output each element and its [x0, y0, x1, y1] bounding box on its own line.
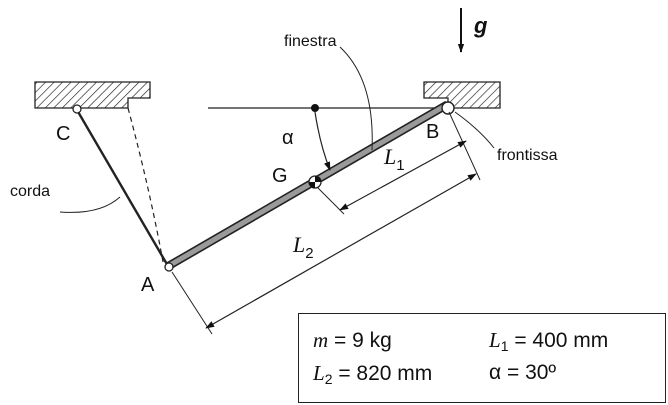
hinge-b	[441, 101, 455, 115]
label-c: C	[56, 123, 70, 145]
label-frontissa: frontissa	[497, 147, 558, 164]
left-ceiling-support	[34, 81, 151, 109]
l2-dimension	[171, 173, 477, 335]
label-l1: L1	[383, 144, 405, 174]
center-of-mass-g	[308, 175, 322, 189]
label-l2: L2	[292, 232, 314, 262]
pivot-c	[72, 104, 82, 114]
pivot-a	[164, 262, 174, 272]
label-a: A	[141, 274, 155, 296]
mass-value: m = 9 kg	[313, 328, 392, 352]
frontissa-leader	[454, 111, 495, 149]
corda-leader	[59, 196, 121, 213]
l1-value: L1 = 400 mm	[489, 328, 609, 354]
rope-corda	[75, 109, 170, 267]
label-g: G	[272, 165, 288, 187]
label-finestra: finestra	[284, 33, 337, 50]
window-bar	[165, 100, 450, 271]
label-corda: corda	[10, 183, 50, 200]
right-ceiling-support	[423, 81, 501, 109]
alpha-value: α = 30º	[489, 361, 557, 384]
finestra-leader	[339, 46, 373, 151]
label-alpha: α	[282, 127, 294, 149]
parameters-box: m = 9 kg L1 = 400 mm L2 = 820 mm α = 30º	[298, 313, 666, 403]
rope-swing-arc	[127, 107, 164, 263]
label-b: B	[426, 121, 439, 143]
angle-vertex-dot	[311, 104, 319, 112]
alpha-angle-arc	[314, 111, 331, 171]
label-gravity: g	[473, 13, 488, 38]
l2-value: L2 = 820 mm	[313, 361, 433, 387]
